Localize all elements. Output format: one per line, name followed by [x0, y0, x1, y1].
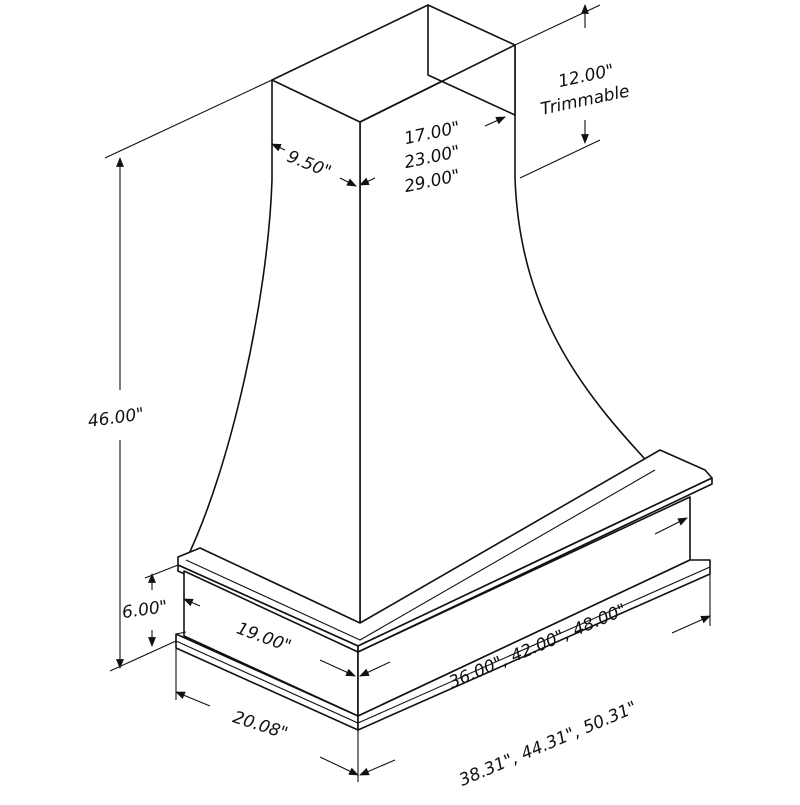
- dim-total-height: [104, 79, 273, 672]
- label-base-height: 6.00": [121, 597, 169, 623]
- dim-chimney-depth: [271, 143, 357, 187]
- label-trimmable: Trimmable: [539, 81, 631, 119]
- dim-hood-width: [359, 517, 688, 677]
- dim-chimney-width: [359, 116, 506, 186]
- hood-base: [175, 496, 711, 731]
- chimney-top-edge: [271, 4, 429, 81]
- label-base-widths: 38.31", 44.31", 50.31": [456, 698, 640, 791]
- chimney-inner-edge: [359, 44, 516, 123]
- dim-base-depth: [175, 648, 359, 782]
- dim-base-width: [359, 574, 711, 776]
- hood-body: [185, 4, 656, 641]
- dim-hood-depth: [183, 598, 356, 677]
- chimney-back-wall: [427, 4, 516, 116]
- dim-extension: [514, 4, 601, 179]
- dim-base-height: [144, 564, 179, 647]
- label-base-depth: 20.08": [230, 707, 290, 743]
- crown-molding-right: [357, 477, 713, 653]
- label-total-height: 46.00": [87, 404, 146, 432]
